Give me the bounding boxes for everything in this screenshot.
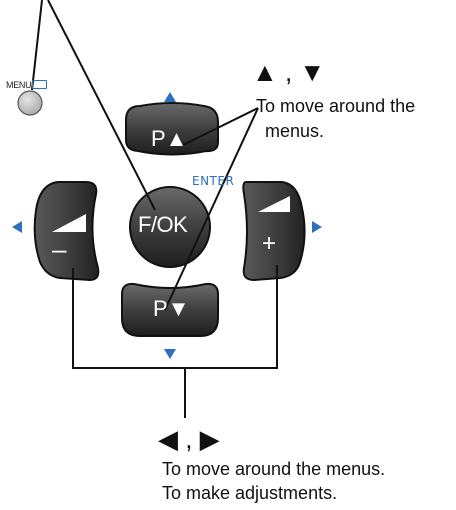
volume-ramp-icon-left — [52, 214, 86, 232]
up-arrow-icon — [164, 92, 176, 102]
move-menus-full-text: To move around the menus. — [162, 459, 386, 479]
leftright-arrows-annotation: ◀ , ▶ — [158, 424, 220, 454]
down-arrow-icon — [164, 349, 176, 359]
volume-ramp-icon-right — [258, 196, 290, 212]
updown-arrows-annotation: ▲ , ▼ — [252, 57, 326, 87]
right-arrow-icon — [312, 221, 322, 233]
p-down-button[interactable] — [121, 282, 219, 337]
plus-label: + — [262, 230, 277, 257]
f-ok-label: F/OK — [138, 212, 188, 237]
enter-label: ENTER — [192, 174, 235, 188]
p-up-label: P▲ — [151, 126, 188, 151]
move-menus-text-line1: To move around the — [256, 96, 416, 116]
p-down-label: P▼ — [153, 296, 190, 321]
menu-badge-icon — [32, 80, 48, 90]
f-ok-button[interactable] — [129, 186, 211, 268]
p-up-button[interactable] — [125, 102, 219, 156]
minus-label: – — [52, 234, 67, 264]
menu-button[interactable] — [17, 90, 43, 116]
make-adjustments-text: To make adjustments. — [162, 483, 338, 503]
menu-text: MENU — [6, 80, 32, 90]
menu-button-label: MENU — [6, 80, 48, 90]
callout-lines — [31, 0, 278, 418]
move-menus-text-line2: menus. — [265, 121, 325, 141]
left-arrow-icon — [12, 221, 22, 233]
